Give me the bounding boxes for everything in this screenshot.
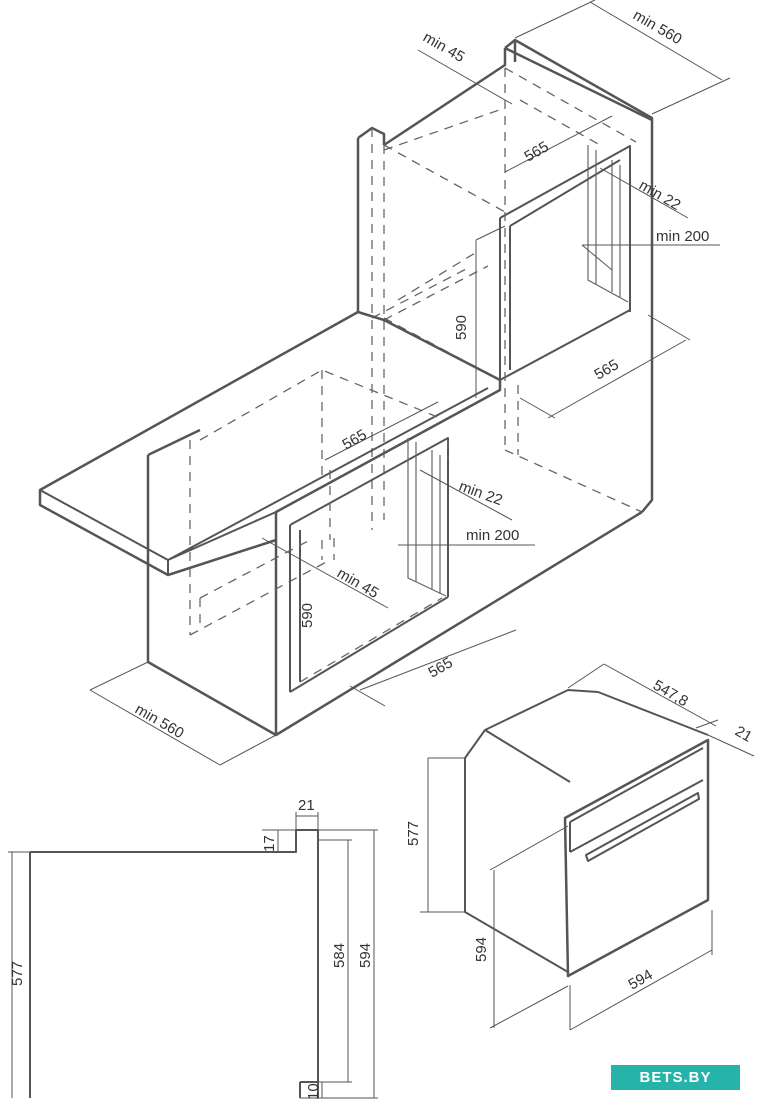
side-inner-height-label: 584 xyxy=(331,943,348,968)
oven-3d-labels: 547,8 21 577 594 594 xyxy=(405,677,755,994)
oven-front-width-label: 594 xyxy=(626,966,656,993)
oven-front-depth-label: 21 xyxy=(732,723,755,746)
oven-body-height-label: 577 xyxy=(405,821,422,846)
under-counter-cabinet xyxy=(146,369,643,737)
oven-side-view-labels: 21 17 577 584 594 10 xyxy=(9,797,374,1100)
base-side-gap-label: min 22 xyxy=(457,478,505,509)
side-front-width-label: 21 xyxy=(298,797,315,814)
base-inner-depth-label: 565 xyxy=(340,426,370,453)
side-step-label: 17 xyxy=(261,835,278,852)
base-width-label: min 560 xyxy=(132,701,187,742)
tall-cabinet xyxy=(356,38,654,530)
base-vent-label: min 200 xyxy=(466,527,519,544)
side-bottom-step-label: 10 xyxy=(305,1083,322,1100)
cabinet-dimension-labels: min 560 min 45 565 min 22 min 200 590 56… xyxy=(132,7,709,742)
base-height-label: 590 xyxy=(299,603,316,628)
oven-depth-label: 547,8 xyxy=(650,677,691,710)
side-body-height-label: 577 xyxy=(9,961,26,986)
oven-front-height-label: 594 xyxy=(473,937,490,962)
tall-height-label: 590 xyxy=(453,315,470,340)
tall-vent-label: min 200 xyxy=(656,228,709,245)
tall-side-gap-label: min 22 xyxy=(636,177,683,214)
side-total-height-label: 594 xyxy=(357,943,374,968)
oven-3d-view xyxy=(420,663,755,1031)
watermark-logo: BETS.BY xyxy=(611,1065,740,1090)
countertop xyxy=(38,310,502,577)
base-top-gap-label: min 45 xyxy=(334,565,381,602)
base-bottom-depth-label: 565 xyxy=(426,654,456,681)
cabinet-dimension-lines xyxy=(89,0,731,766)
oven-side-view xyxy=(8,812,378,1099)
tall-top-gap-label: min 45 xyxy=(420,29,467,66)
